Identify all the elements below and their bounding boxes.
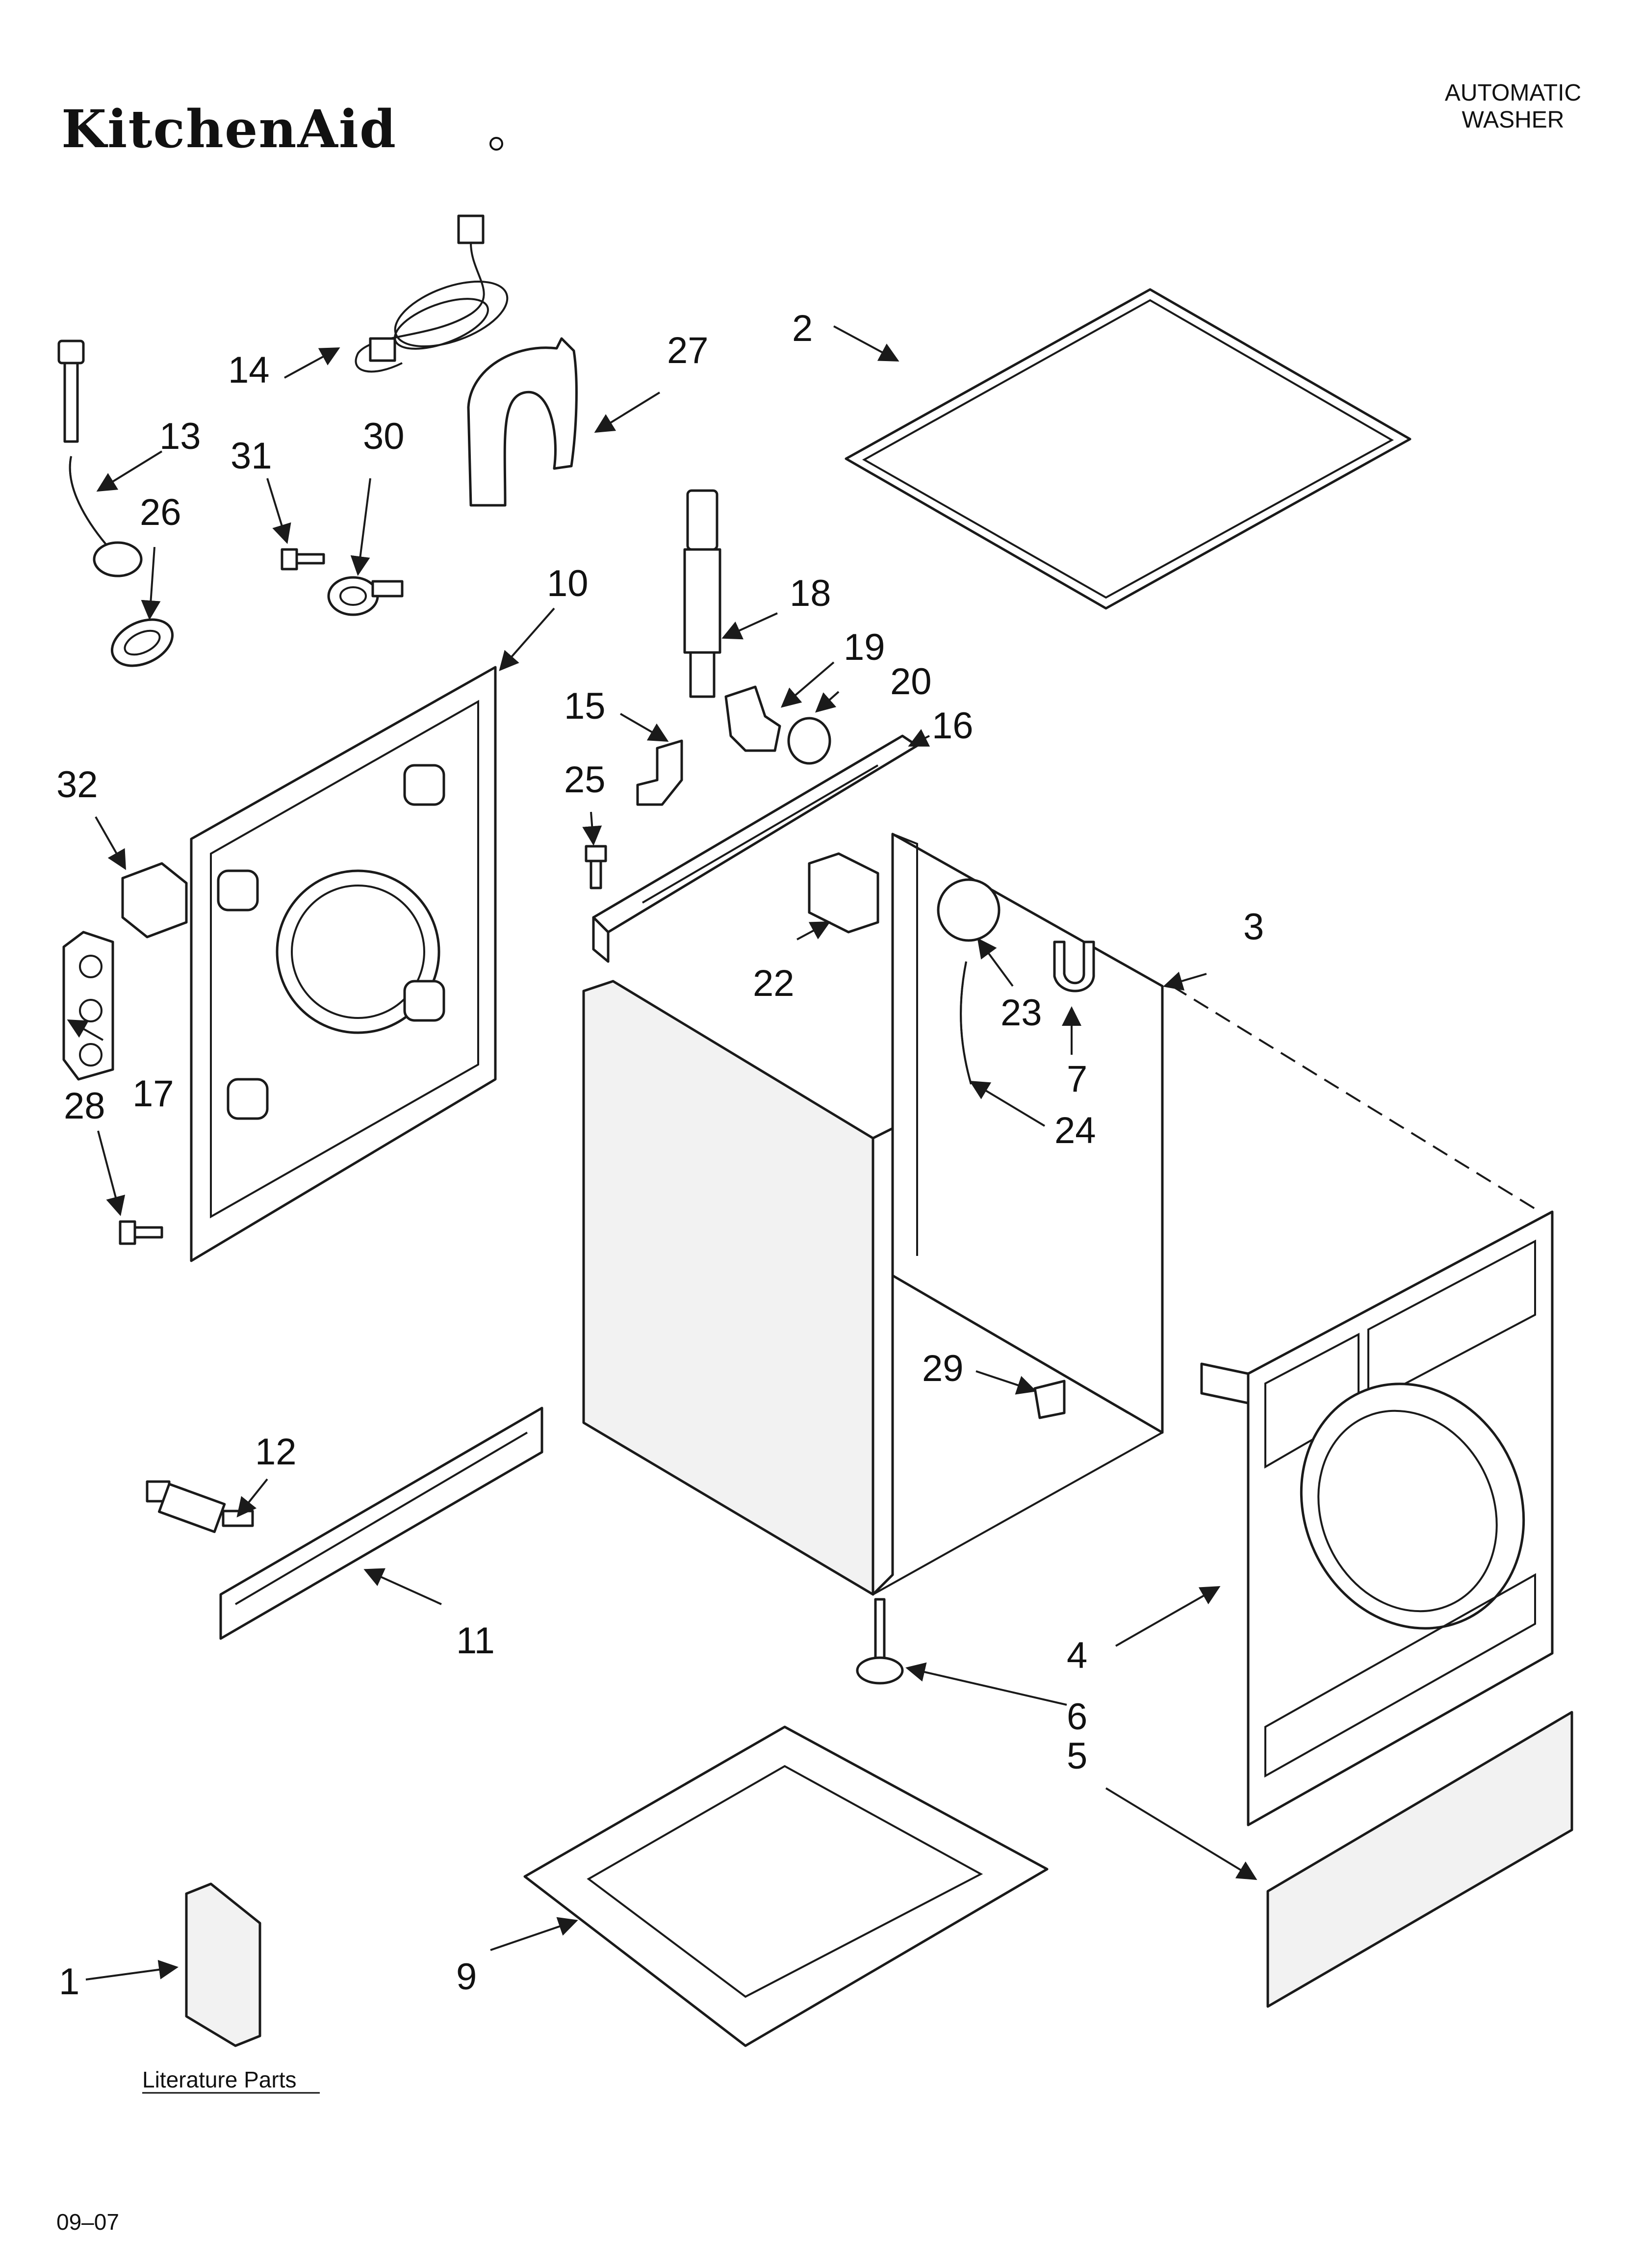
callout-27: 27 [667,330,709,371]
callout-22: 22 [753,963,795,1004]
part-3-cabinet [582,833,1164,1596]
part-27-hose-guide [467,337,578,507]
callout-2: 2 [792,308,813,349]
part-19-elbow [724,685,781,752]
part-13-inlet-hose [57,339,143,577]
product-type-line2: WASHER [1462,107,1565,133]
callout-5: 5 [1067,1735,1087,1777]
callout-7: 7 [1067,1058,1087,1100]
part-10-rear-panel [190,666,497,1262]
callout-15: 15 [564,685,606,727]
callout-23: 23 [1001,992,1042,1034]
part-29-clip [1033,1380,1066,1419]
callout-12: 12 [255,1431,297,1473]
part-24-tube [960,961,972,1085]
part-11-rail [219,1407,543,1640]
callout-11: 11 [456,1620,495,1662]
part-4-front-panel [1200,1210,1554,1826]
product-type-line1: AUTOMATIC [1445,80,1581,106]
literature-caption: Literature Parts [142,2067,296,2092]
part-14-power-cord [355,214,509,373]
part-6-leveling-leg [856,1598,904,1685]
callout-6: 6 [1067,1696,1087,1738]
callout-14: 14 [228,349,270,391]
callout-18: 18 [790,573,831,614]
callout-13: 13 [159,416,201,457]
callout-4: 4 [1067,1635,1087,1676]
part-32-hose-clip [121,862,188,938]
callout-26: 26 [140,492,181,533]
part-1-literature [185,1882,261,2047]
callout-16: 16 [932,705,974,747]
part-31-screw [281,548,325,571]
callout-30: 30 [363,416,405,457]
part-28-screw [119,1220,163,1245]
callout-1: 1 [59,1961,79,2003]
part-15-bracket [636,739,683,806]
callout-32: 32 [56,764,98,806]
part-16-top-rail [592,734,919,963]
footer-date-code: 09–07 [56,2209,119,2235]
part-23-pressure-switch [937,878,1001,942]
callout-31: 31 [231,435,272,477]
part-5-toe-panel [1266,1711,1573,2008]
callout-24: 24 [1054,1110,1096,1151]
callout-17: 17 [132,1073,174,1115]
callout-20: 20 [890,661,932,703]
callout-10: 10 [547,563,589,604]
part-17-hose-holder [62,931,114,1081]
part-7-hook [1053,940,1095,992]
callout-labels: 1 2 3 4 5 6 7 9 10 11 12 13 14 15 16 17 … [56,308,1264,2003]
callout-3: 3 [1243,906,1264,948]
part-12-shock-absorber [146,1480,254,1533]
part-18-drain-hose [683,489,721,698]
assembly-line [1171,985,1541,1213]
part-9-base-pan [523,1725,1049,2047]
callout-28: 28 [64,1085,105,1127]
callout-29: 29 [922,1348,964,1389]
part-30-clamp [327,576,404,616]
callout-25: 25 [564,759,606,801]
brand-logo: KitchenAid [61,98,397,159]
callout-19: 19 [844,626,885,668]
part-25-screw [585,845,607,889]
part-20-clamp [787,717,831,765]
part-26-washer-ring [110,618,174,667]
registered-mark-icon [489,137,503,151]
leader-lines [67,325,1257,1981]
callout-9: 9 [456,1956,477,1998]
part-22-lid-switch [808,852,879,934]
part-2-top-gasket [845,288,1411,610]
